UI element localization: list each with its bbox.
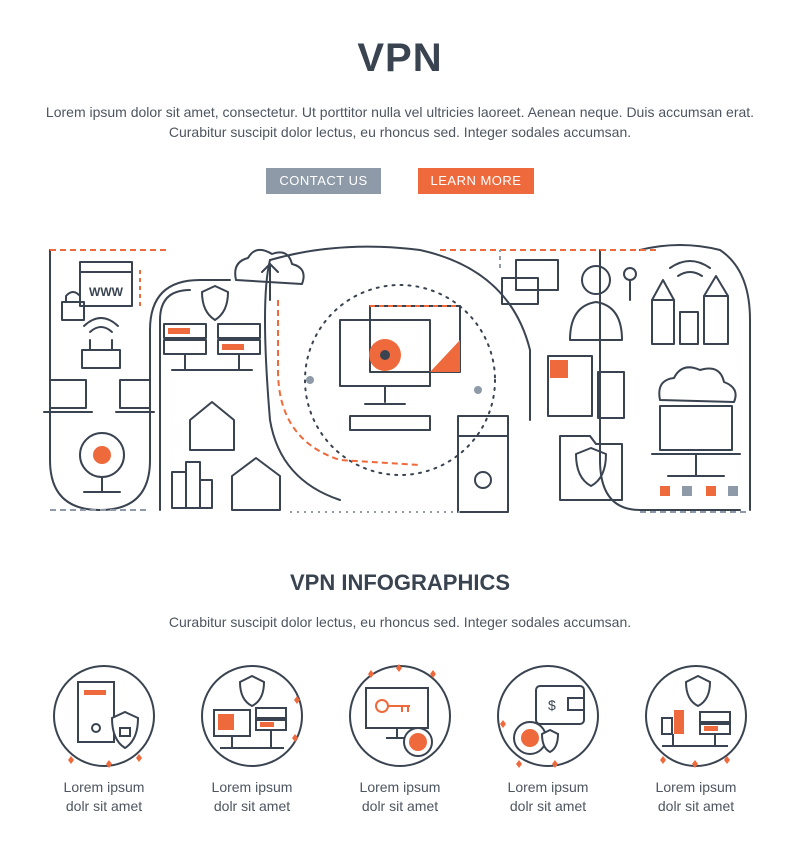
infographic-item-3: Lorem ipsum dolr sit amet xyxy=(340,660,460,816)
infographic-item-1-line1: Lorem ipsum xyxy=(63,779,145,795)
wallet-globe-icon: $ xyxy=(497,665,599,768)
learn-more-button[interactable]: LEARN MORE xyxy=(418,168,534,194)
infographic-item-4: $ Lorem ipsum dolr sit amet xyxy=(488,660,608,816)
infographic-item-1-line2: dolr sit amet xyxy=(65,798,143,814)
infographics-title: VPN INFOGRAPHICS xyxy=(289,570,511,595)
infographic-item-1: Lorem ipsum dolr sit amet xyxy=(44,660,164,816)
key-monitor-icon xyxy=(349,664,451,767)
infographic-item-3-line1: Lorem ipsum xyxy=(359,779,441,795)
infographic-item-4-line1: Lorem ipsum xyxy=(507,779,589,795)
network-lock-icon xyxy=(201,665,303,767)
intro-text-line-1: Lorem ipsum dolor sit amet, consectetur.… xyxy=(45,104,755,120)
svg-text:$: $ xyxy=(548,697,556,713)
infographics-description: Curabitur suscipit dolor lectus, eu rhon… xyxy=(168,614,632,630)
network-shield-icon xyxy=(645,665,747,768)
infographic-item-5: Lorem ipsum dolr sit amet xyxy=(636,660,756,816)
infographic-item-5-line2: dolr sit amet xyxy=(657,798,735,814)
contact-us-button[interactable]: CONTACT US xyxy=(266,168,381,194)
browser-url-text: WWW xyxy=(89,285,124,299)
infographic-item-4-line2: dolr sit amet xyxy=(509,798,587,814)
page-title: VPN xyxy=(357,36,443,80)
server-shield-icon xyxy=(53,665,155,768)
infographic-item-2-line1: Lorem ipsum xyxy=(211,779,293,795)
infographic-item-3-line2: dolr sit amet xyxy=(361,798,439,814)
infographic-item-2-line2: dolr sit amet xyxy=(213,798,291,814)
infographic-item-5-line1: Lorem ipsum xyxy=(655,779,737,795)
infographic-item-2: Lorem ipsum dolr sit amet xyxy=(192,660,312,816)
vpn-banner-illustration: WWW xyxy=(43,244,751,513)
intro-text-line-2: Curabitur suscipit dolor lectus, eu rhon… xyxy=(168,124,632,140)
